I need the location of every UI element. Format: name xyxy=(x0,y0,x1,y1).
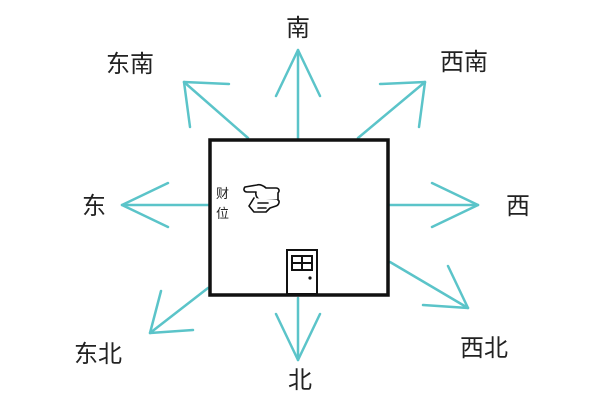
arrow-north xyxy=(274,296,322,362)
label-west: 西 xyxy=(506,192,530,220)
label-east: 东 xyxy=(82,192,106,220)
label-north: 北 xyxy=(288,366,312,394)
arrow-west xyxy=(386,181,480,229)
arrow-northwest xyxy=(388,260,470,310)
label-northwest: 西北 xyxy=(460,334,508,362)
arrow-southeast xyxy=(182,80,250,140)
label-south: 南 xyxy=(286,14,310,42)
label-southeast: 东南 xyxy=(106,50,154,78)
arrow-east xyxy=(120,181,212,229)
direction-arrows xyxy=(120,48,480,362)
arrow-south xyxy=(274,48,322,140)
pointing-hand-icon xyxy=(243,183,280,213)
arrow-northeast xyxy=(148,286,210,335)
label-northeast: 东北 xyxy=(74,340,122,368)
door-icon xyxy=(286,249,318,295)
arrow-southwest xyxy=(356,80,427,140)
wealth-position-label-2: 位 xyxy=(216,207,229,222)
label-southwest: 西南 xyxy=(440,48,488,76)
wealth-position-label-1: 财 xyxy=(216,187,229,202)
